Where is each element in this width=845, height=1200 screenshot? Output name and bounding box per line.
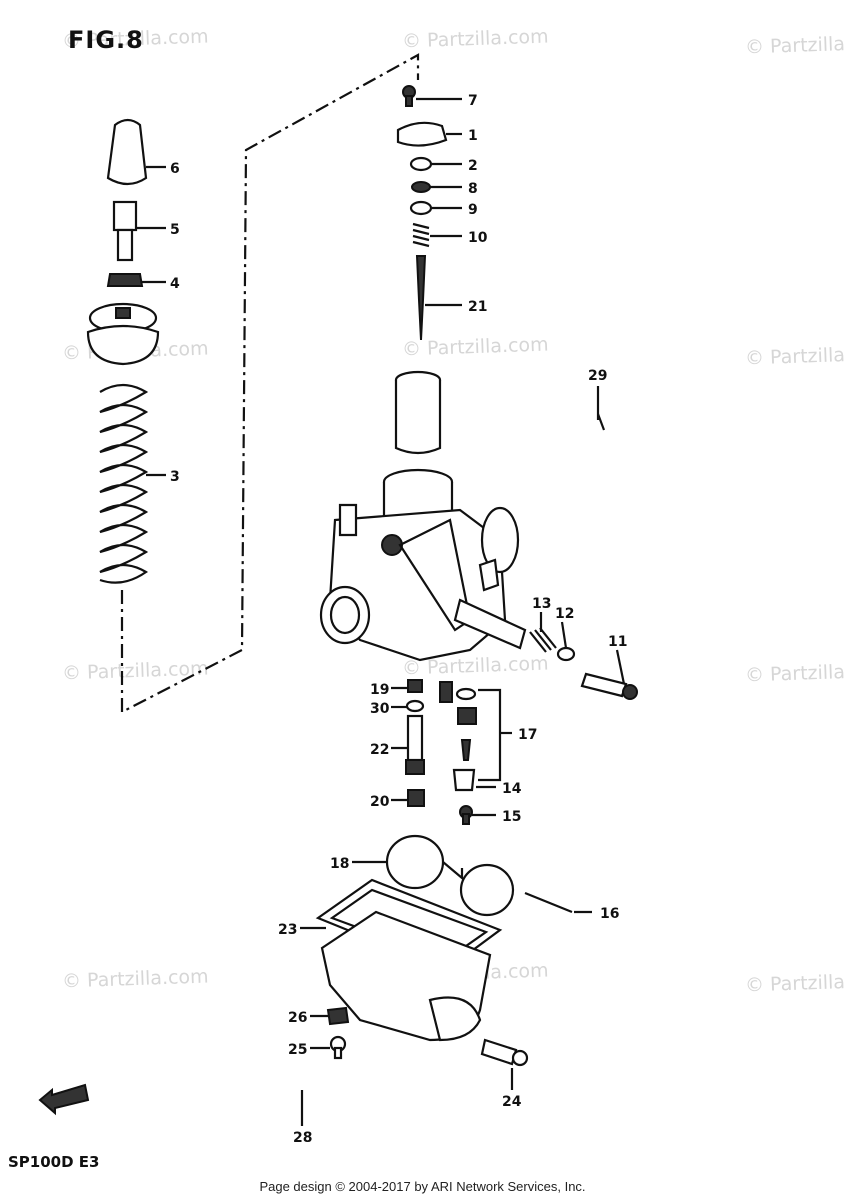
part-22-needle-jet <box>405 714 425 775</box>
part-3-spring <box>99 383 149 584</box>
callout-25: 25 <box>288 1042 307 1058</box>
callout-9: 9 <box>468 202 478 218</box>
model-code: SP100D E3 <box>8 1153 100 1171</box>
callout-29: 29 <box>588 368 607 384</box>
callout-17: 17 <box>518 727 537 743</box>
assembly-guide-line <box>120 53 420 714</box>
callout-4: 4 <box>170 276 180 292</box>
leader-lines <box>136 97 626 1126</box>
callout-24: 24 <box>502 1094 522 1110</box>
part-5-adjuster <box>112 200 138 262</box>
callout-7: 7 <box>468 93 478 109</box>
part-1-plate <box>396 121 448 147</box>
part-16-pin <box>524 891 573 914</box>
float-bowl <box>320 910 492 1042</box>
part-19-jet <box>407 679 423 693</box>
part-6-cap-boot <box>106 118 148 186</box>
part-18-float <box>385 834 515 917</box>
callout-26: 26 <box>288 1010 307 1026</box>
part-25-screw <box>329 1035 347 1060</box>
part-14-float-arm <box>452 768 476 792</box>
callout-3: 3 <box>170 469 180 485</box>
callout-6: 6 <box>170 161 180 177</box>
figure-title: FIG.8 <box>68 26 144 54</box>
part-4-nut <box>106 273 144 287</box>
part-26-nut <box>326 1006 350 1026</box>
callout-22: 22 <box>370 742 389 758</box>
part-8-clip <box>411 181 431 193</box>
callout-18: 18 <box>330 856 349 872</box>
part-21-needle <box>415 255 427 341</box>
page-footer: Page design © 2004-2017 by ARI Network S… <box>259 1179 586 1194</box>
callout-1: 1 <box>468 128 478 144</box>
part-12-o-ring <box>556 646 576 662</box>
throttle-slide <box>394 370 442 455</box>
callout-21: 21 <box>468 299 487 315</box>
callout-16: 16 <box>600 906 619 922</box>
callout-2: 2 <box>468 158 478 174</box>
callout-14: 14 <box>502 781 522 797</box>
part-11-screw <box>580 672 638 700</box>
callout-30: 30 <box>370 701 390 717</box>
callout-11: 11 <box>608 634 627 650</box>
part-30-o-ring <box>405 699 425 713</box>
part-cap <box>86 302 160 366</box>
part-29-vent-tube <box>496 354 734 500</box>
part-9-washer <box>409 200 433 216</box>
callout-12: 12 <box>555 606 574 622</box>
callout-8: 8 <box>468 181 478 197</box>
callout-13: 13 <box>532 596 551 612</box>
part-17-needle-valve-set <box>439 681 477 761</box>
part-2-retainer <box>409 156 433 172</box>
part-15-screw <box>459 805 473 825</box>
front-arrow-icon <box>38 1083 90 1116</box>
part-13-spring <box>529 627 557 653</box>
callout-5: 5 <box>170 222 180 238</box>
callout-10: 10 <box>468 230 488 246</box>
callout-23: 23 <box>278 922 297 938</box>
part-20-main-jet <box>407 789 425 807</box>
part-24-drain-screw <box>480 1038 529 1067</box>
part-10-spring <box>412 222 430 248</box>
callout-19: 19 <box>370 682 389 698</box>
part-28-overflow-tube <box>157 1037 421 1121</box>
carburetor-body <box>319 468 527 662</box>
callout-15: 15 <box>502 809 521 825</box>
callout-28: 28 <box>293 1130 312 1146</box>
part-7-screw <box>402 85 416 107</box>
callout-20: 20 <box>370 794 390 810</box>
